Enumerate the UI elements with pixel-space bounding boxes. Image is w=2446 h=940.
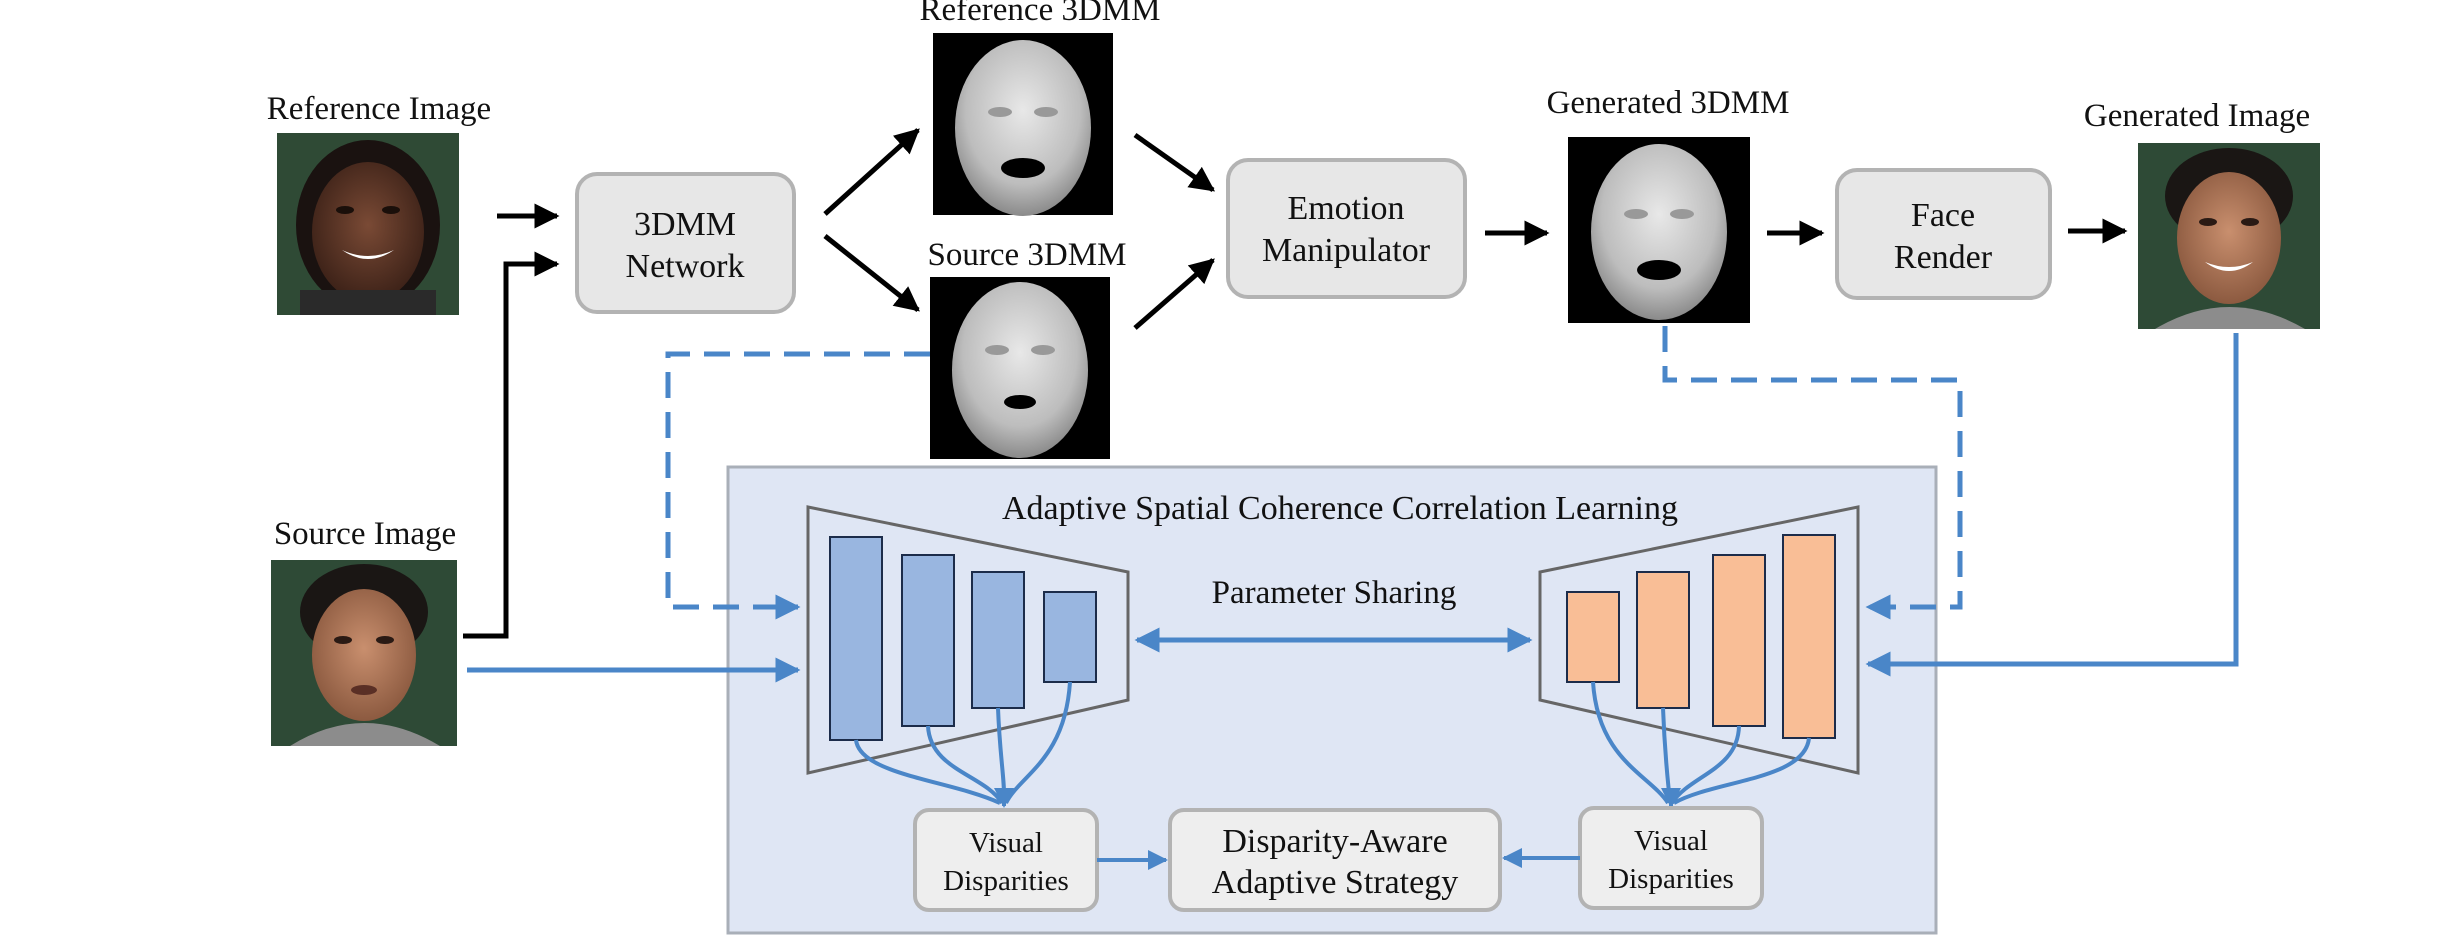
parameter-sharing-label: Parameter Sharing	[1212, 575, 1457, 611]
source-3dmm-label: Source 3DMM	[928, 237, 1127, 273]
decoder-bar-2	[1636, 571, 1690, 709]
reference-image	[277, 133, 459, 315]
decoder-branches	[1591, 681, 1811, 805]
source-image	[271, 560, 457, 746]
panel-title: Adaptive Spatial Coherence Correlation L…	[1002, 490, 1678, 527]
decoder-bar-3	[1712, 554, 1766, 727]
visual-disparities-left-line1: Visual	[969, 827, 1043, 859]
face-render-box	[1835, 168, 2052, 300]
decoder-bar-1	[1566, 591, 1620, 683]
emotion-manipulator-box	[1226, 158, 1467, 299]
adaptive-strategy-line2: Adaptive Strategy	[1212, 864, 1458, 901]
emotion-manipulator-line2: Manipulator	[1262, 232, 1431, 269]
3dmm-network-box	[575, 172, 796, 314]
generated-image-label: Generated Image	[2084, 98, 2310, 134]
reference-image-label: Reference Image	[267, 91, 491, 127]
encoder-trapezoid	[806, 505, 1130, 775]
source-3dmm-mesh	[930, 277, 1110, 459]
visual-disparities-left-line2: Disparities	[943, 865, 1069, 897]
generated-3dmm-label: Generated 3DMM	[1547, 85, 1790, 121]
visual-disparities-right-line1: Visual	[1634, 825, 1708, 857]
encoder-bar-3	[971, 571, 1025, 709]
reference-3dmm-mesh	[933, 33, 1113, 216]
decoder-bar-4	[1782, 534, 1836, 739]
face-render-line1: Face	[1911, 197, 1975, 234]
encoder-bar-1	[829, 536, 883, 741]
reference-3dmm-label: Reference 3DMM	[920, 0, 1161, 28]
adaptive-strategy-box	[1168, 808, 1502, 912]
generated-image	[2138, 143, 2320, 329]
black-arrows	[463, 128, 2128, 639]
adaptive-strategy-line1: Disparity-Aware	[1222, 823, 1447, 860]
generated-3dmm-mesh	[1568, 137, 1750, 323]
decoder-trapezoid	[1538, 505, 1860, 775]
source-image-label: Source Image	[274, 516, 456, 552]
encoder-bar-4	[1043, 591, 1097, 683]
emotion-manipulator-line1: Emotion	[1287, 190, 1404, 227]
3dmm-network-line1: 3DMM	[634, 206, 736, 243]
face-render-line2: Render	[1894, 239, 1993, 276]
3dmm-network-line2: Network	[626, 248, 745, 285]
visual-disparities-right-line2: Disparities	[1608, 863, 1734, 895]
blue-connectors	[467, 326, 2239, 683]
encoder-bar-2	[901, 554, 955, 727]
